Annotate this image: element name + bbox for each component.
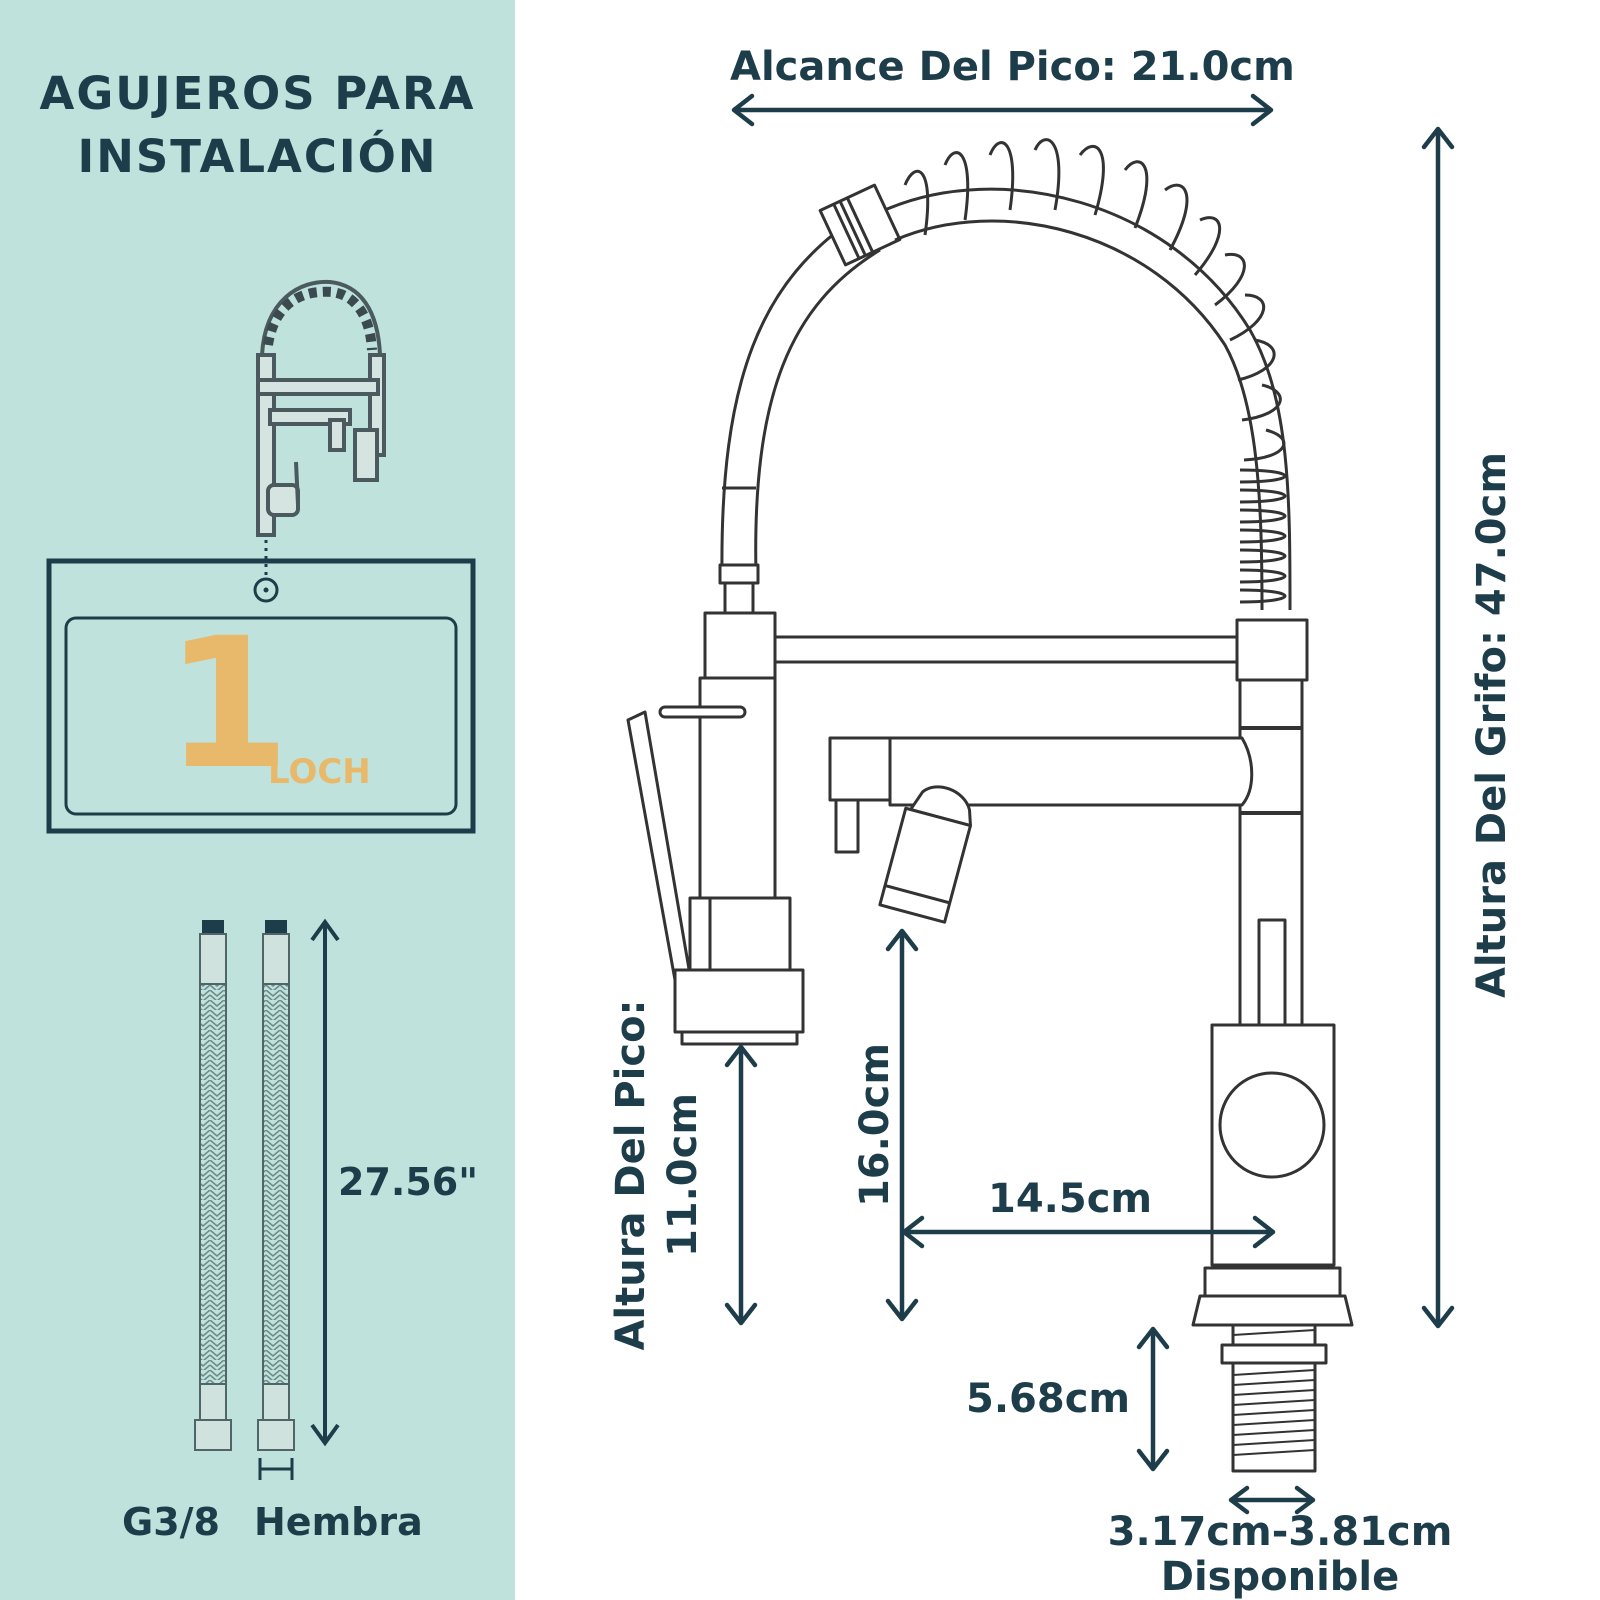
sprayer-height-arrow (885, 928, 919, 1322)
spout-reach-label: Alcance Del Pico: 21.0cm (730, 44, 1295, 90)
hole-diameter-label-group: 3.17cm-3.81cm Disponible (1080, 1510, 1480, 1600)
hole-diameter-value: 3.17cm-3.81cm (1107, 1509, 1453, 1555)
hole-diameter-arrow (1228, 1485, 1316, 1515)
sprayer-height-label: 16.0cm (852, 1042, 898, 1208)
spout-height-arrow (724, 1044, 758, 1326)
hose-length-label: 27.56" (338, 1160, 478, 1204)
hole-count-unit: LOCH (268, 752, 371, 792)
faucet-height-label: Altura Del Grifo: 47.0cm (1469, 451, 1515, 999)
hose-right (257, 920, 295, 1451)
faucet-thumbnail (253, 279, 386, 603)
hose-thread-label: G3/8 (122, 1500, 220, 1544)
installation-panel: AGUJEROS PARA INSTALACIÓN 1 LOCH (0, 0, 515, 1600)
shank-length-arrow (1136, 1326, 1170, 1472)
hose-type-label: Hembra (254, 1500, 423, 1544)
hole-diameter-note: Disponible (1160, 1554, 1400, 1600)
spout-height-title: Altura Del Pico: (608, 999, 654, 1351)
sprayer-distance-arrow (901, 1215, 1276, 1249)
hose-left (194, 920, 232, 1451)
heading-line-1: AGUJEROS PARA (39, 67, 476, 120)
spout-reach-arrow (731, 93, 1274, 127)
spout-height-label-group: Altura Del Pico: 11.0cm (605, 985, 715, 1365)
sprayer-distance-label: 14.5cm (988, 1176, 1153, 1222)
spout-height-value: 11.0cm (660, 1092, 706, 1258)
thread-width-marker (258, 1458, 294, 1480)
hose-length-arrow (310, 918, 340, 1447)
shank-length-label: 5.68cm (966, 1376, 1131, 1422)
hole-count-number: 1 (165, 600, 291, 809)
installation-heading: AGUJEROS PARA INSTALACIÓN (0, 62, 515, 188)
supply-hoses (194, 918, 340, 1480)
sink-diagram (46, 558, 476, 834)
faucet-height-arrow (1421, 126, 1455, 1329)
heading-line-2: INSTALACIÓN (77, 130, 438, 183)
